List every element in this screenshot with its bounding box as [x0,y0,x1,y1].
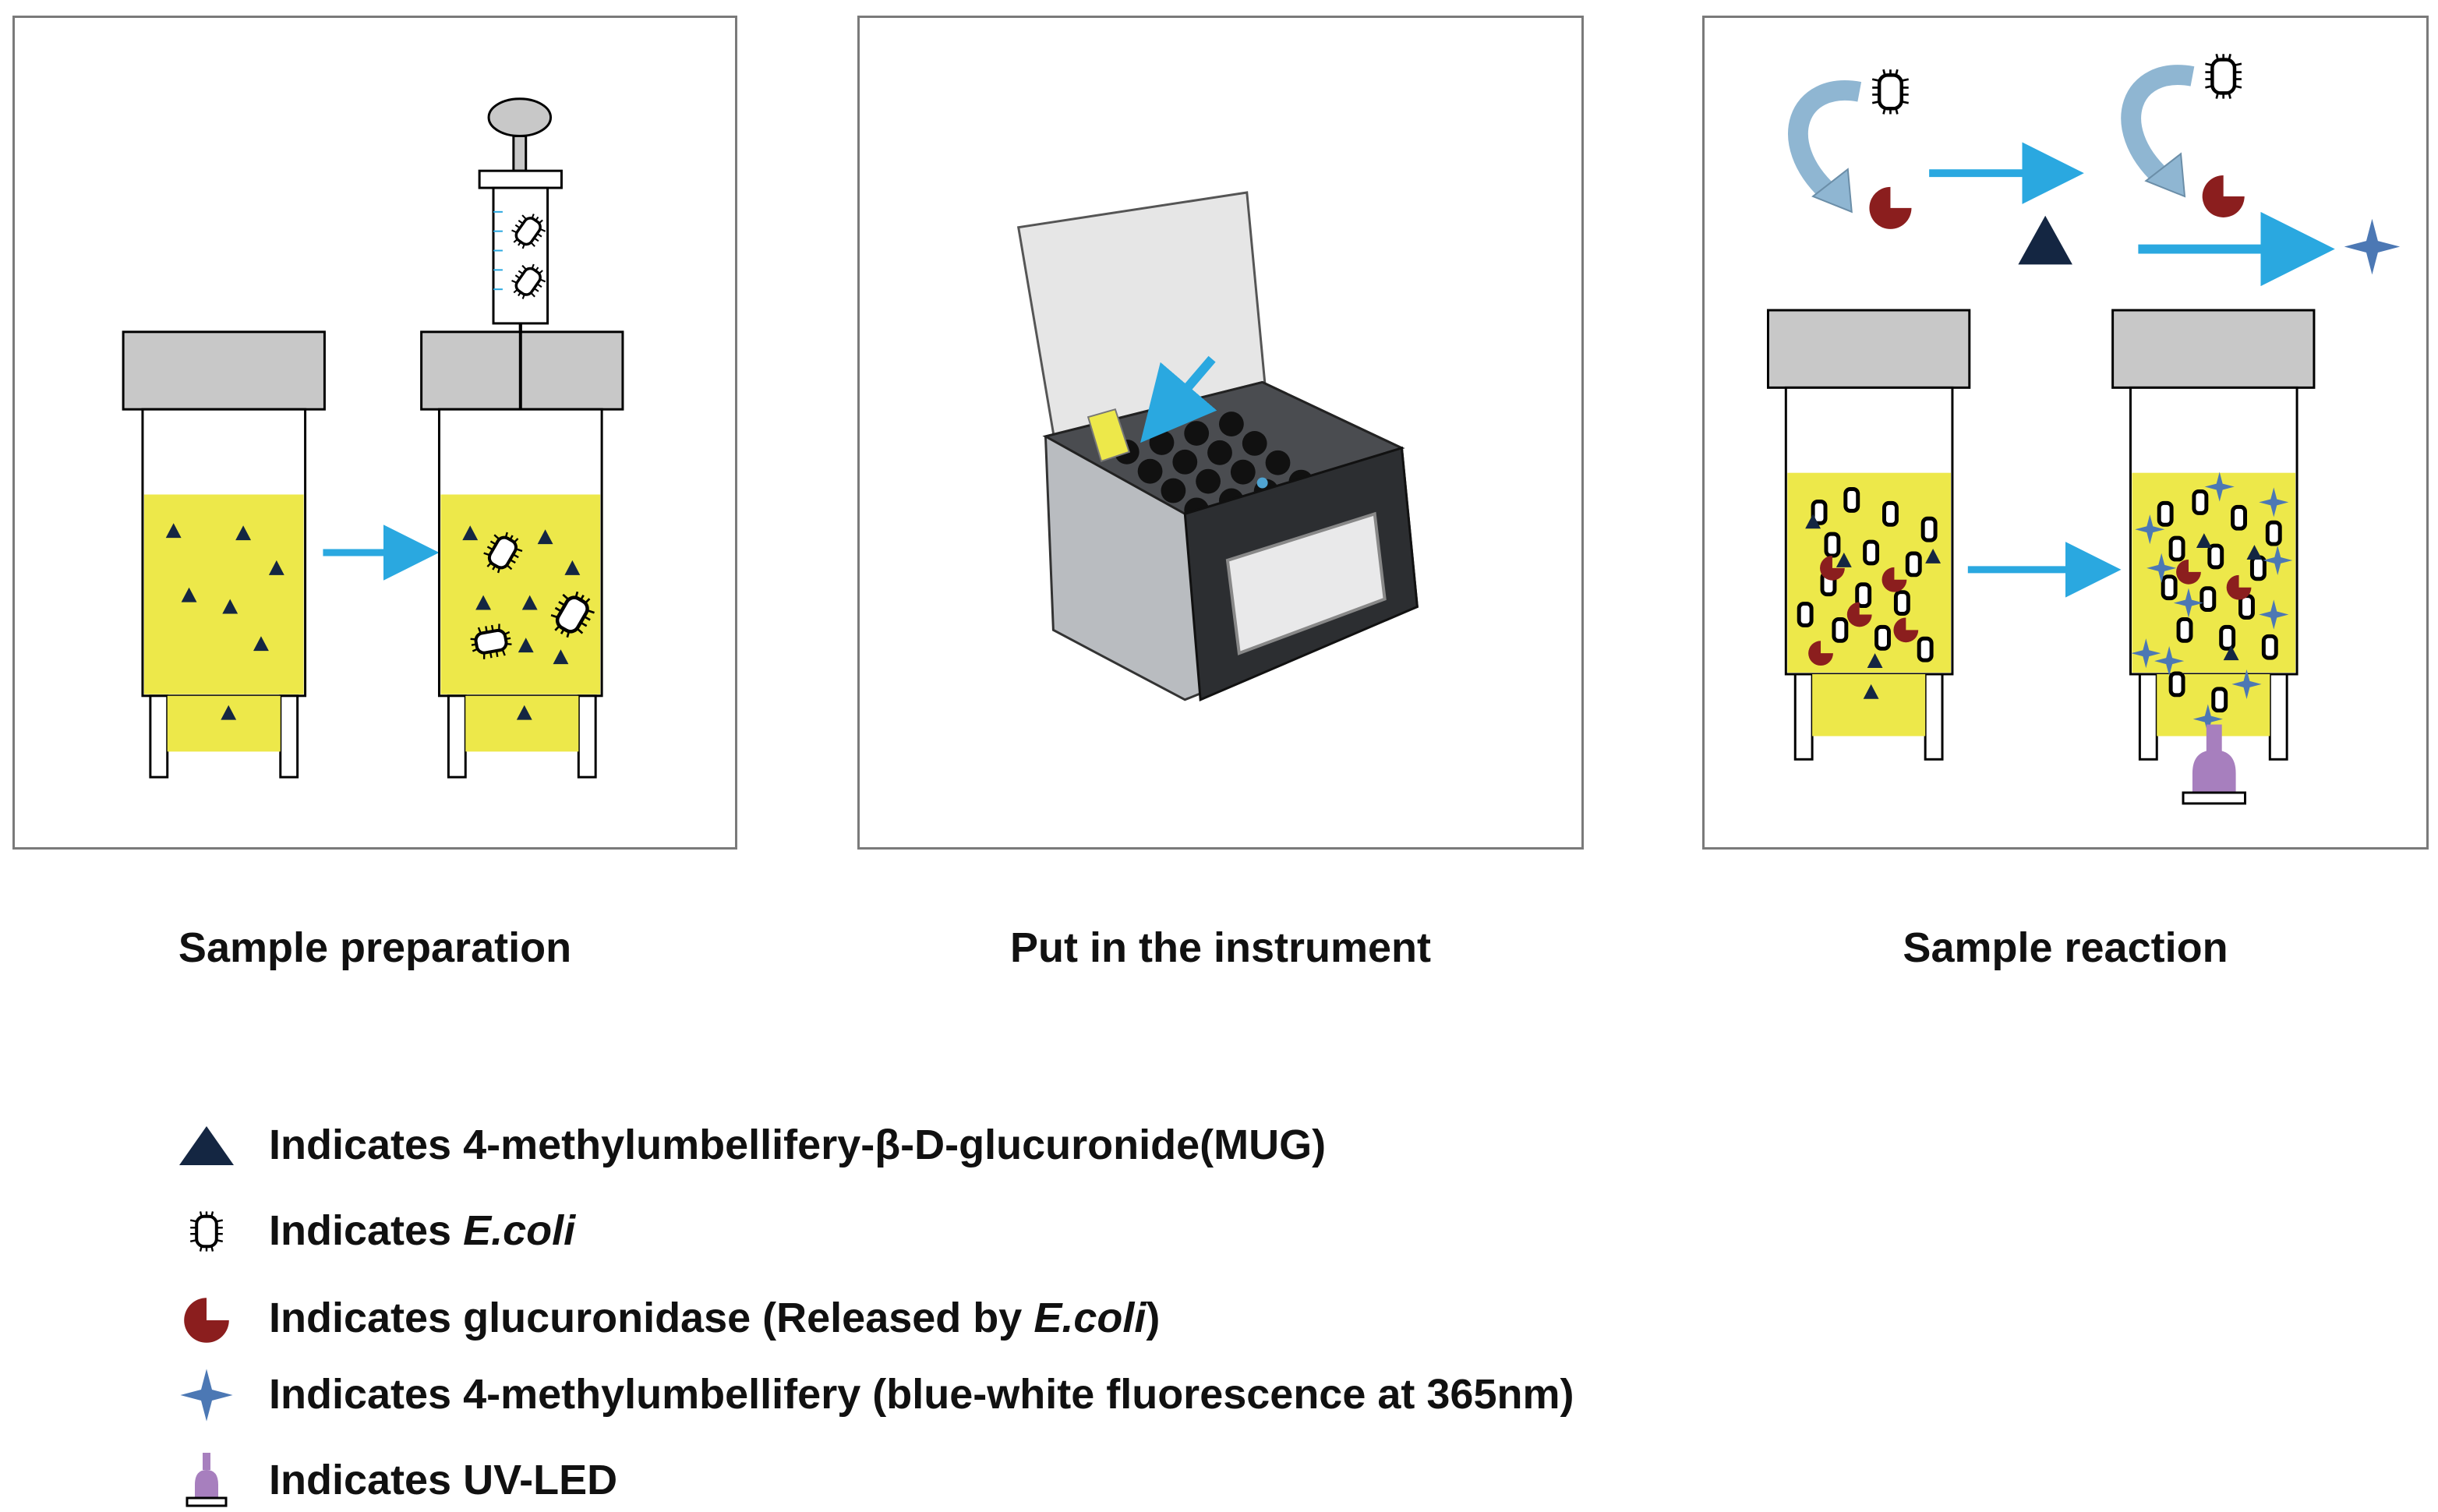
legend-text-mug: Indicates 4-methylumbellifery-β-D-glucur… [269,1122,1327,1168]
instrument-illustration [1016,191,1419,701]
legend-item-ecoli: Indicates E.coli [171,1200,1964,1263]
sample-preparation-illustration [122,97,624,779]
triangle-icon [179,1126,234,1165]
legend-item-uv-led: Indicates UV-LED [171,1450,1964,1512]
ecoli-icon [171,1200,242,1263]
legend-item-glucuronidase: Indicates glucuronidase (Released by E.c… [171,1288,1964,1350]
legend-text-glucuronidase: Indicates glucuronidase (Released by E.c… [269,1295,1161,1341]
sample-reaction-panel [1702,16,2429,850]
reaction-tube-left [1766,309,1971,761]
reaction-schematic [1788,54,2401,287]
legend-text-fluorescence: Indicates 4-methylumbellifery (blue-whit… [269,1371,1574,1418]
legend-item-fluorescence: Indicates 4-methylumbellifery (blue-whit… [171,1364,1964,1426]
uv-led [2182,724,2246,805]
legend-text-ecoli: Indicates E.coli [269,1207,576,1254]
enzyme-icon [184,1298,229,1343]
sample-preparation-panel [12,16,737,850]
instrument-panel [857,16,1584,850]
legend-item-mug: Indicates 4-methylumbellifery-β-D-glucur… [171,1115,1964,1177]
sample-tube-right [420,323,624,779]
star-icon [180,1369,233,1422]
incubator-instrument [1016,191,1419,701]
legend-text-uv-led: Indicates UV-LED [269,1457,618,1503]
caption-sample-reaction: Sample reaction [1903,924,2228,971]
caption-put-in-instrument: Put in the instrument [1010,924,1431,971]
sample-reaction-illustration [1766,18,2401,805]
caption-sample-preparation: Sample preparation [178,924,572,971]
uv-led-icon [186,1453,228,1507]
sample-tube-left [122,330,326,779]
reaction-tube-right [2111,309,2316,761]
